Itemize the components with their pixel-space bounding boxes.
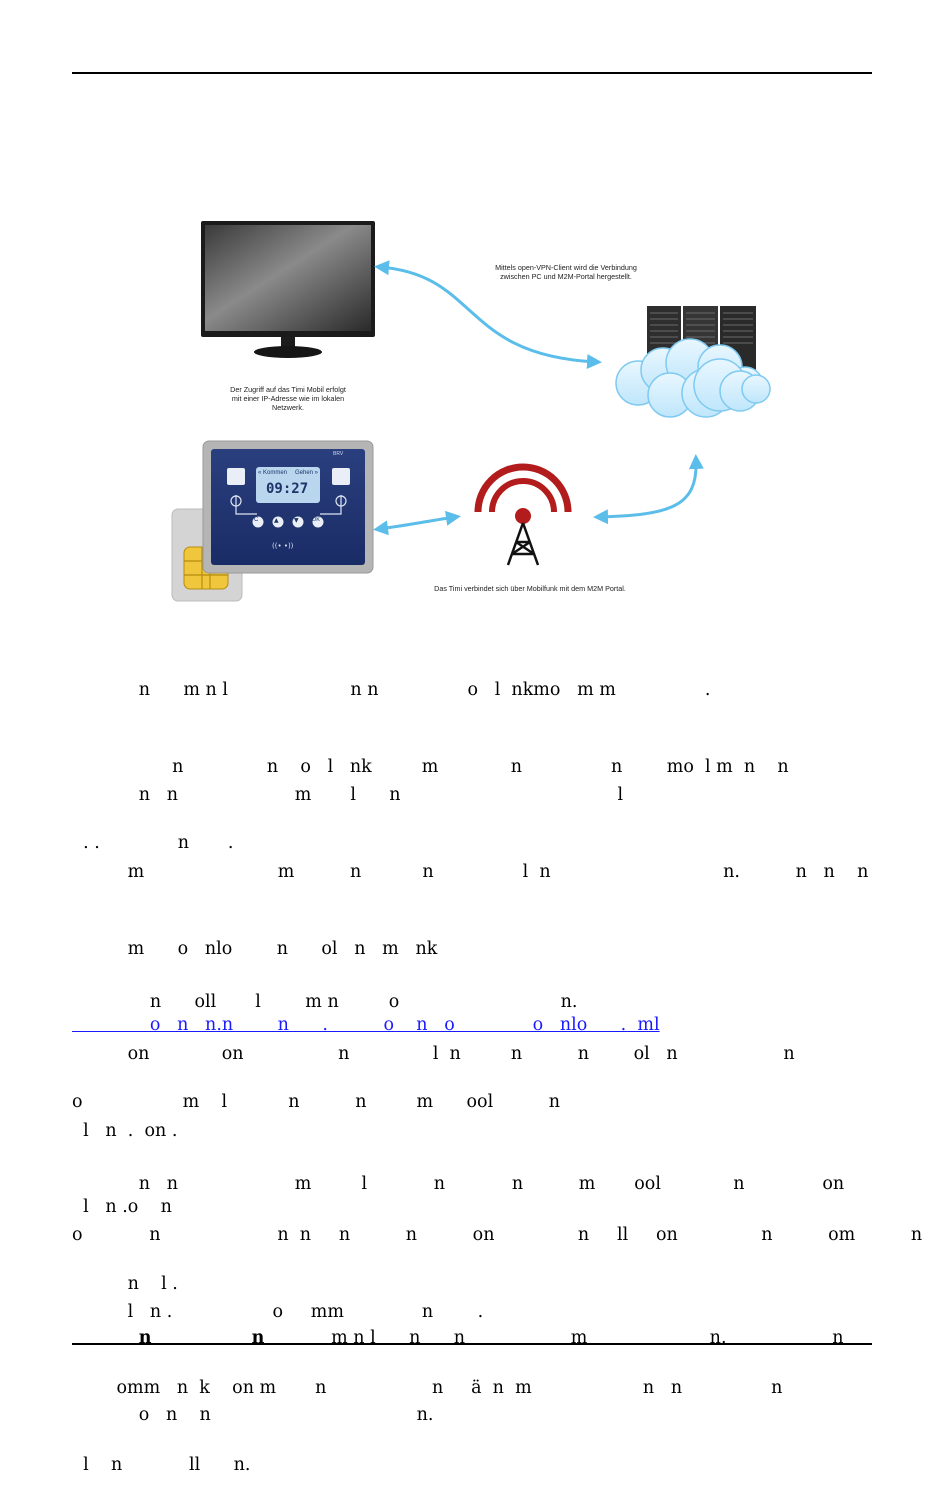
text-line: o n n n n n on n ll on n om n — [72, 1223, 872, 1249]
caption-vpn: Mittels open-VPN-Client wird die Verbind… — [456, 263, 676, 281]
device-key-c: C — [254, 517, 258, 523]
caption-access-line: Der Zugriff auf das Timi Mobil erfolgt — [203, 385, 373, 394]
timi-device — [203, 441, 373, 573]
bold-text: n — [252, 1328, 265, 1348]
paragraph-8: n n m n l n n m n. n o n n n. — [72, 1275, 872, 1454]
device-tower-arrow — [379, 517, 455, 529]
text-line: m m n n l n n. n n n — [72, 860, 872, 886]
caption-access: Der Zugriff auf das Timi Mobil erfolgt m… — [203, 385, 373, 412]
text-fragment — [152, 1328, 252, 1348]
tower-cloud-arrow — [599, 460, 696, 517]
device-key-ok: OK — [312, 517, 320, 523]
text-fragment: m n l n n m n. n — [264, 1328, 843, 1348]
network-diagram: BRV « Kommen Gehen » 09:27 C ▲ ▼ OK ((• … — [150, 205, 810, 610]
header-rule — [72, 72, 872, 74]
text-line: l n ll n. — [72, 1453, 872, 1479]
device-tab-left: « Kommen — [258, 470, 287, 476]
footer-rule — [72, 1343, 872, 1345]
radio-tower-icon — [478, 467, 568, 565]
text-line: n n m n l n n m n. n — [72, 1326, 872, 1352]
monitor-icon — [201, 221, 375, 358]
device-key-up: ▲ — [274, 517, 279, 524]
text-line: n n m l n l — [72, 783, 872, 809]
device-clock: 09:27 — [266, 481, 308, 497]
device-key-down: ▼ — [294, 517, 299, 524]
caption-access-line: Netzwerk. — [203, 403, 373, 412]
text-line: n m n l n n o l nkmo m m . — [72, 678, 872, 704]
caption-mobile: Das Timi verbindet sich über Mobilfunk m… — [405, 584, 655, 593]
device-brand: BRV — [333, 451, 343, 457]
caption-access-line: mit einer IP-Adresse wie im lokalen — [203, 394, 373, 403]
device-tab-right: Gehen » — [295, 470, 318, 476]
caption-vpn-line: Mittels open-VPN-Client wird die Verbind… — [456, 263, 676, 272]
text-line: on on n l n n n ol n n — [72, 1042, 872, 1068]
text-fragment — [72, 1328, 139, 1348]
text-line: o n n n. — [72, 1403, 872, 1429]
bold-text: n — [139, 1328, 152, 1348]
nfc-icon: ((• •)) — [272, 542, 293, 550]
vpn-arrow — [380, 267, 596, 362]
caption-vpn-line: zwischen PC und M2M-Portal hergestellt. — [456, 272, 676, 281]
